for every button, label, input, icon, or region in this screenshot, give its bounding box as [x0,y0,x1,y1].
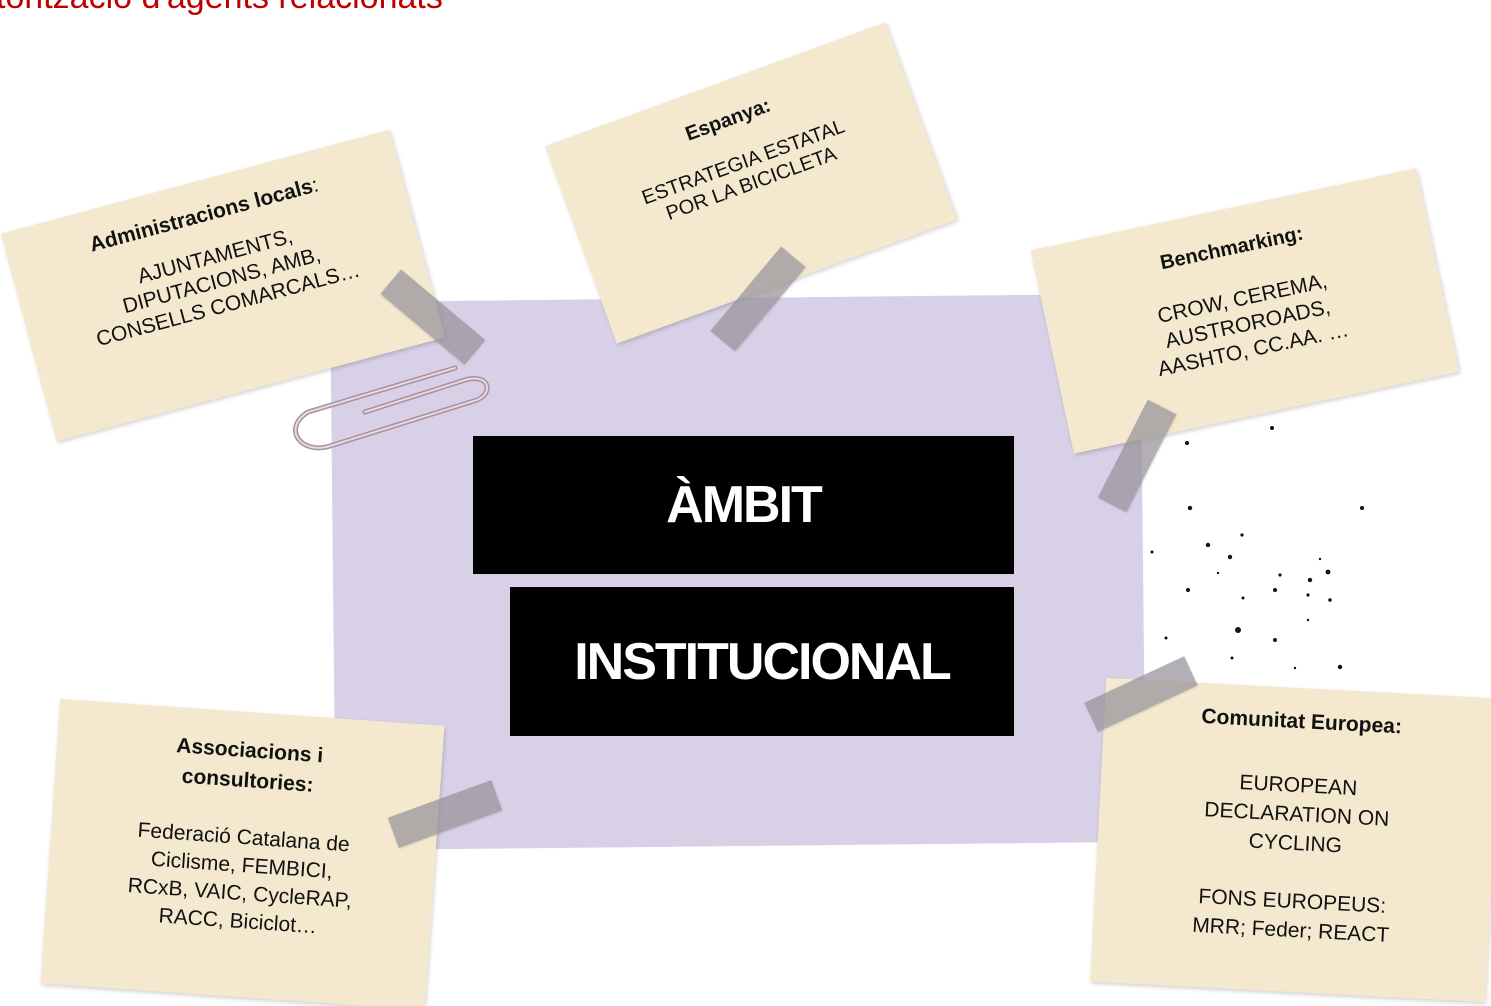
note-comunitat-europea: Comunitat Europea: EUROPEAN DECLARATION … [1090,677,1491,1003]
page-header: torització d'agents relacionats [0,0,443,17]
note-title: Associacions i consultories: [175,734,324,797]
speckle-dots [1150,426,1364,670]
note-associacions: Associacions i consultories: Federació C… [40,698,445,1006]
note-body: EUROPEAN DECLARATION ON CYCLING FONS EUR… [1191,771,1390,948]
paperclip-icon [293,365,490,451]
ambit-box: ÀMBIT [473,436,1014,574]
institucional-label: INSTITUCIONAL [574,632,952,691]
ambit-label: ÀMBIT [666,476,823,534]
note-title: Comunitat Europea: [1200,704,1403,739]
institucional-box: INSTITUCIONAL [510,587,1014,736]
note-body: Federació Catalana de Ciclisme, FEMBICI,… [127,818,353,939]
